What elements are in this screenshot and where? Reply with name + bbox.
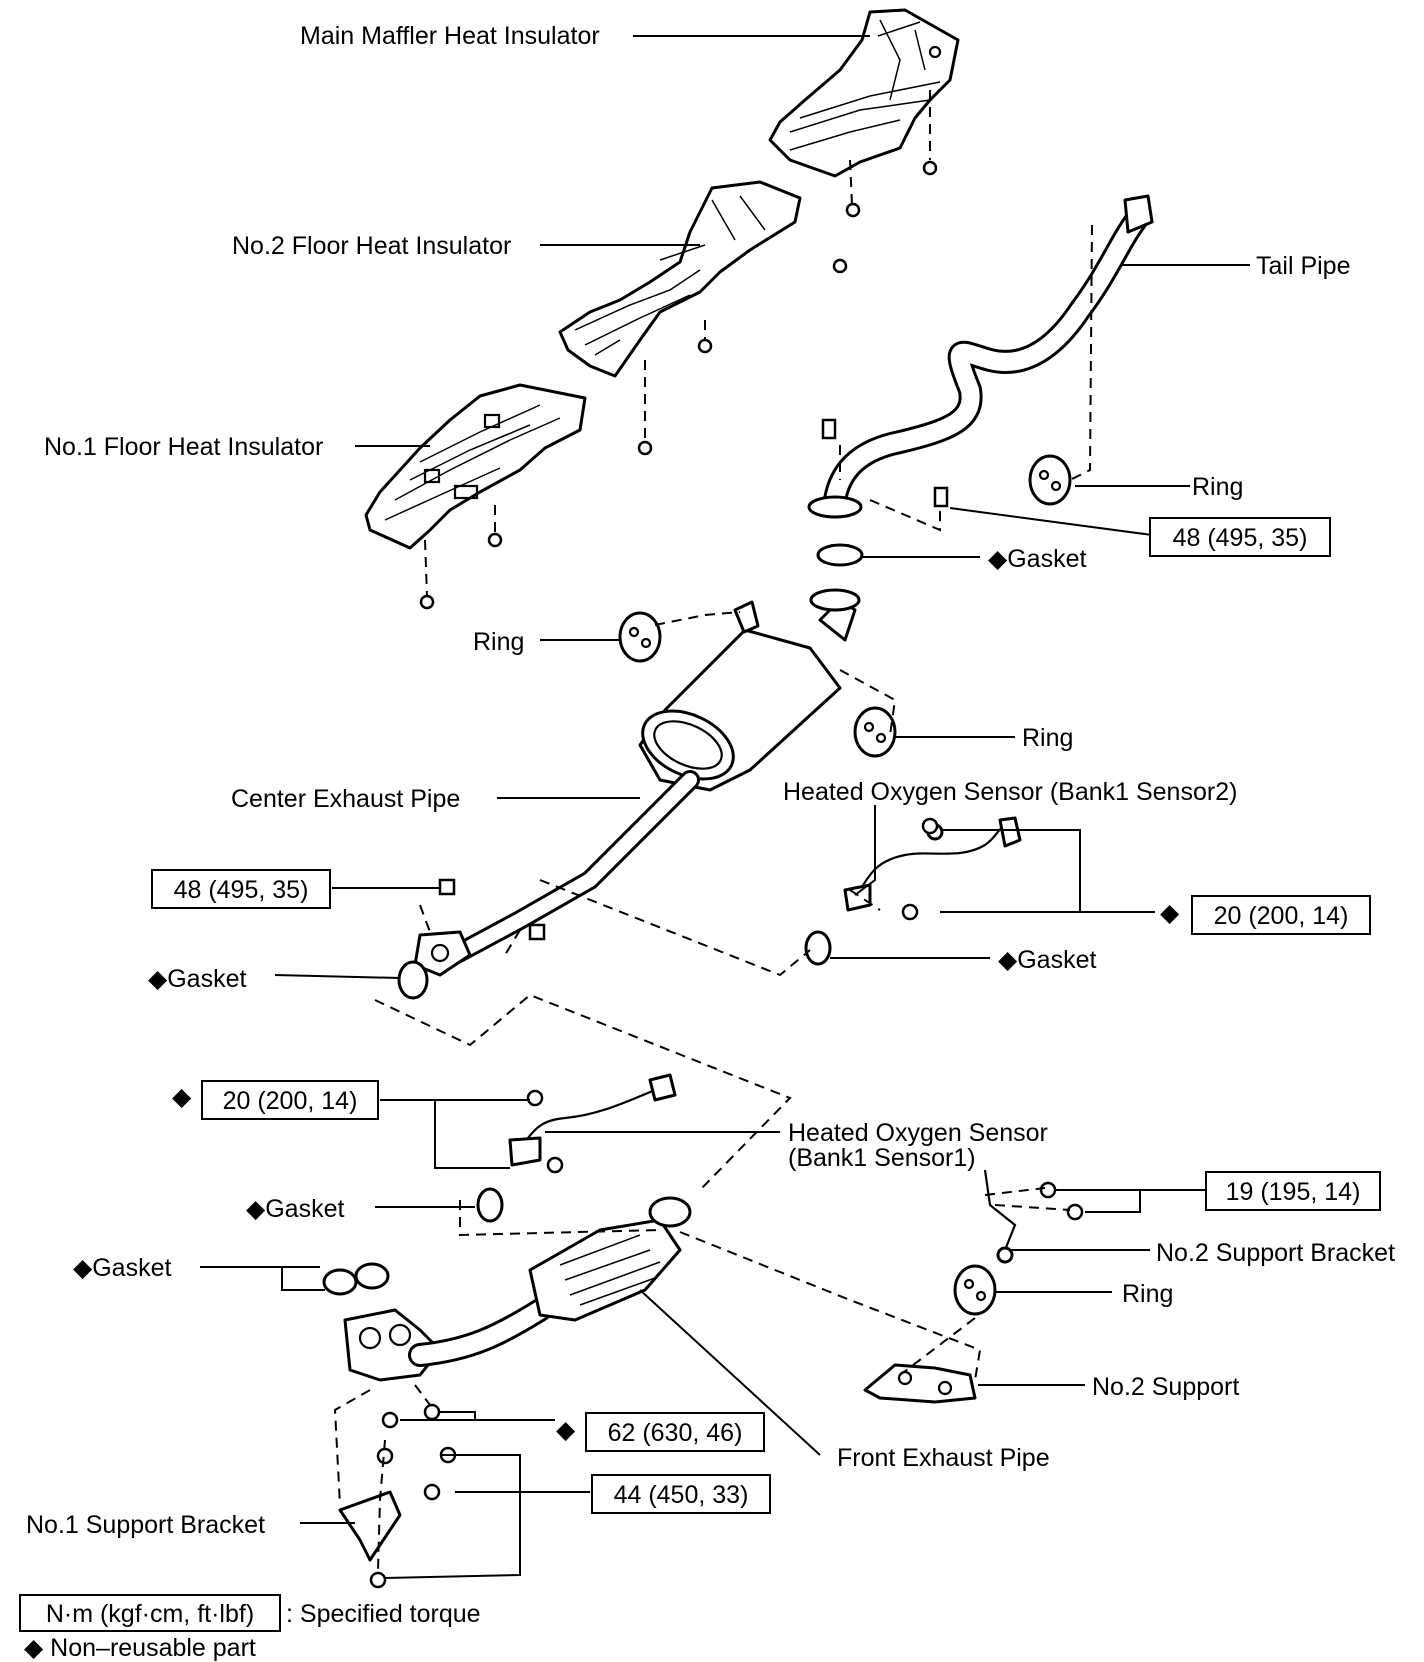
torque-front-manifold: ◆ 62 (630, 46)	[556, 1412, 765, 1452]
label-no2-support-bracket: No.2 Support Bracket	[1156, 1239, 1395, 1267]
label-no1-floor-heat-insulator: No.1 Floor Heat Insulator	[44, 433, 323, 461]
svg-text:44 (450, 33): 44 (450, 33)	[614, 1481, 749, 1509]
torque-sensor1: ◆ 20 (200, 14)	[172, 1080, 379, 1120]
center-exhaust-pipe-part	[413, 588, 861, 977]
label-ho2s-bank1-sensor1-line2: (Bank1 Sensor1)	[788, 1144, 976, 1172]
center-gasket-left-part	[397, 960, 429, 1000]
tail-gasket-part	[816, 543, 864, 567]
ring-center-right-part	[853, 706, 897, 758]
label-gasket-sensor1: ◆Gasket	[246, 1195, 344, 1223]
label-gasket-tail: ◆Gasket	[988, 545, 1086, 573]
label-no2-floor-heat-insulator: No.2 Floor Heat Insulator	[232, 232, 511, 260]
manifold-gaskets-part	[322, 1262, 390, 1296]
non-reusable-marker-sensor1: ◆	[172, 1083, 192, 1111]
label-center-exhaust-pipe: Center Exhaust Pipe	[231, 785, 460, 813]
svg-text:20 (200, 14): 20 (200, 14)	[223, 1087, 358, 1115]
label-ho2s-bank1-sensor1-line1: Heated Oxygen Sensor	[788, 1119, 1048, 1147]
torque-specs: 48 (495, 35) 48 (495, 35) ◆ 20 (200, 14)…	[151, 517, 1381, 1514]
sensor1-gasket-part	[476, 1187, 504, 1223]
ring-support-part	[953, 1264, 997, 1316]
ring-tail-part	[1028, 454, 1072, 506]
legend-non-reusable: ◆ Non–reusable part	[24, 1634, 256, 1662]
no1-support-bracket-part	[338, 1490, 402, 1562]
main-muffler-heat-insulator-part	[768, 8, 960, 178]
assembly-dashed-lines	[333, 90, 1093, 1571]
leader-lines	[200, 35, 1250, 1579]
non-reusable-marker-manifold: ◆	[556, 1416, 576, 1444]
svg-text:62 (630, 46): 62 (630, 46)	[608, 1419, 743, 1447]
tail-pipe-part	[807, 194, 1154, 519]
no2-support-part	[863, 1363, 977, 1404]
legend-unit-box	[19, 1594, 281, 1632]
label-ring-support: Ring	[1122, 1280, 1173, 1308]
ring-center-left-part	[618, 611, 662, 663]
label-no1-support-bracket: No.1 Support Bracket	[26, 1511, 265, 1539]
label-no2-support: No.2 Support	[1092, 1373, 1239, 1401]
no2-support-bracket-part	[983, 1169, 1017, 1264]
no1-floor-heat-insulator-part	[364, 383, 587, 550]
svg-text:48 (495, 35): 48 (495, 35)	[1173, 524, 1308, 552]
torque-no2-support-bracket: 19 (195, 14)	[1205, 1171, 1381, 1211]
legend: N·m (kgf·cm, ft·lbf) : Specified torque …	[19, 1594, 481, 1662]
ho2s-bank1-sensor1-part	[508, 1073, 677, 1167]
non-reusable-marker-sensor2: ◆	[1160, 899, 1180, 927]
svg-text:19 (195, 14): 19 (195, 14)	[1226, 1178, 1361, 1206]
label-tail-pipe: Tail Pipe	[1256, 252, 1351, 280]
label-front-exhaust-pipe: Front Exhaust Pipe	[837, 1444, 1050, 1472]
svg-text:48 (495, 35): 48 (495, 35)	[174, 876, 309, 904]
label-ho2s-bank1-sensor2: Heated Oxygen Sensor (Bank1 Sensor2)	[783, 778, 1237, 806]
torque-tail-flange: 48 (495, 35)	[1149, 517, 1331, 557]
label-gasket-manifold: ◆Gasket	[73, 1254, 171, 1282]
sensor2-gasket-part	[804, 930, 832, 966]
front-exhaust-pipe-part	[343, 1196, 692, 1382]
part-labels: Main Maffler Heat Insulator No.2 Floor H…	[26, 22, 1395, 1539]
no2-floor-heat-insulator-part	[558, 180, 802, 378]
label-ring-tail: Ring	[1192, 473, 1243, 501]
torque-center-flange: 48 (495, 35)	[151, 869, 331, 909]
label-gasket-center-right: ◆Gasket	[998, 946, 1096, 974]
legend-unit-text: N·m (kgf·cm, ft·lbf)	[46, 1600, 254, 1628]
label-gasket-center-left: ◆Gasket	[148, 965, 246, 993]
torque-sensor2: ◆ 20 (200, 14)	[1160, 895, 1371, 935]
torque-no1-support-bracket: 44 (450, 33)	[591, 1474, 771, 1514]
label-ring-center-right: Ring	[1022, 724, 1073, 752]
legend-unit-description: : Specified torque	[286, 1600, 481, 1628]
label-main-muffler-heat-insulator: Main Maffler Heat Insulator	[300, 22, 600, 50]
label-ring-center-left: Ring	[473, 628, 524, 656]
svg-text:20 (200, 14): 20 (200, 14)	[1214, 902, 1349, 930]
